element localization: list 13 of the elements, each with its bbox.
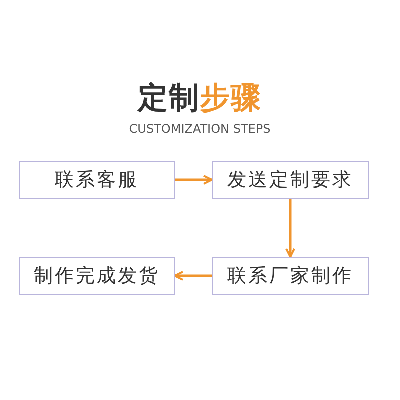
step-box: [212, 257, 369, 295]
step-label: 制作完成发货: [34, 264, 160, 289]
subtitle: CUSTOMIZATION STEPS: [128, 122, 272, 136]
step-box: [19, 257, 175, 295]
step-box: [212, 161, 369, 199]
step-label: 联系厂家制作: [228, 264, 354, 289]
step-label: 发送定制要求: [228, 168, 354, 193]
arrow: [286, 199, 296, 258]
title: 定制步骤: [136, 80, 263, 118]
arrow: [175, 175, 213, 185]
step-label: 联系客服: [55, 168, 139, 193]
step-box: [19, 161, 175, 199]
arrow: [174, 271, 212, 281]
